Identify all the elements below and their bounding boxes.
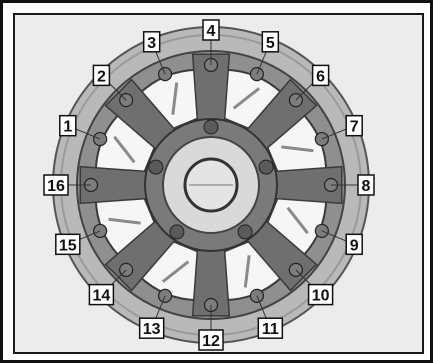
callout-label-15: 15 [59,237,77,254]
lug-nut-11 [250,289,263,302]
callout-label-5: 5 [266,35,275,52]
callout-label-13: 13 [143,321,161,338]
lug-nut-3 [159,68,172,81]
callout-label-9: 9 [350,237,359,254]
hub-bolt [238,225,252,239]
hub-bolt [149,160,163,174]
callout-label-1: 1 [63,119,72,136]
callout-label-7: 7 [350,119,359,136]
lug-nut-5 [250,68,263,81]
callout-label-14: 14 [93,288,111,305]
callout-label-6: 6 [316,68,325,85]
callout-label-2: 2 [97,68,106,85]
callout-label-3: 3 [147,35,156,52]
hub-bolt [259,160,273,174]
callout-label-11: 11 [262,321,279,338]
callout-label-8: 8 [362,178,371,195]
callout-label-16: 16 [47,178,65,195]
callout-label-12: 12 [202,333,220,350]
hub-bolt [170,225,184,239]
callout-label-4: 4 [207,23,216,40]
hub-bolt [204,120,218,134]
callout-label-10: 10 [312,288,330,305]
